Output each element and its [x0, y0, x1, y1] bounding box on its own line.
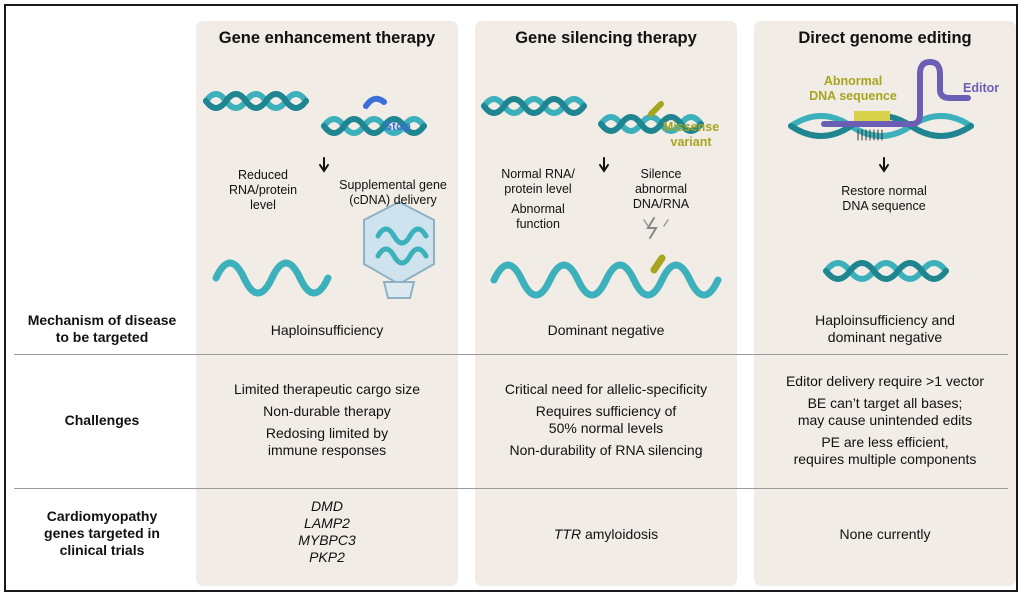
dna-helix-icon: [481, 96, 587, 116]
silence-label: Silence abnormal DNA/RNA: [632, 167, 690, 211]
column-title-editing: Direct genome editing: [798, 29, 972, 47]
dna-helix-icon: [203, 91, 309, 111]
dna-helix-icon: [823, 260, 949, 282]
viral-capsid-icon: [363, 200, 435, 299]
rna-strand-icon: [212, 259, 332, 297]
row-label-trials: Cardiomyopathy genes targeted in clinica…: [44, 508, 160, 558]
dna-helix-stop-icon: [321, 95, 427, 136]
column-title-silencing: Gene silencing therapy: [515, 29, 697, 47]
challenges-silencing: Critical need for allelic-specificity Re…: [504, 381, 708, 458]
silenced-rna-icon: [602, 217, 722, 299]
editor-label: Editor: [963, 81, 1000, 95]
challenges-editing: Editor delivery require >1 vector BE can…: [785, 373, 985, 467]
trial-genes-silencing: TTR amyloidosis: [553, 526, 659, 542]
row-label-challenges: Challenges: [64, 412, 140, 428]
arrow-down-icon: [879, 157, 889, 173]
rna-strand-icon: [490, 261, 610, 299]
mechanism-enhancement: Haploinsufficiency: [270, 322, 384, 338]
arrow-down-icon: [599, 157, 609, 173]
restore-label: Restore normal DNA sequence: [841, 184, 927, 213]
column-title-enhancement: Gene enhancement therapy: [218, 29, 436, 47]
dna-helix-missense-icon: [598, 101, 704, 134]
stop-label: Stop: [384, 119, 411, 133]
panel-gene-enhancement: [196, 21, 458, 586]
genome-editor-icon: [788, 58, 974, 141]
arrow-down-icon: [319, 157, 329, 173]
trial-genes-enhancement: DMD LAMP2 MYBPC3 PKP2: [298, 498, 356, 565]
abnormal-seq-label: Abnormal DNA sequence: [809, 74, 897, 103]
supplemental-label: Supplemental gene (cDNA) delivery: [339, 178, 447, 207]
illustration-layer: [203, 58, 974, 299]
row-divider: [14, 354, 1008, 355]
challenges-enhancement: Limited therapeutic cargo size Non-durab…: [234, 381, 420, 458]
reduced-label: Reduced RNA/protein level: [228, 168, 298, 212]
mechanism-silencing: Dominant negative: [547, 322, 665, 338]
abnormal-function-label: Abnormal function: [511, 202, 565, 231]
mechanism-editing: Haploinsufficiency and dominant negative: [815, 312, 955, 345]
figure-frame: Gene enhancement therapy Gene silencing …: [4, 4, 1018, 592]
missense-label: Missense variant: [662, 120, 720, 149]
normal-level-label: Normal RNA/ protein level: [501, 167, 575, 196]
row-divider: [14, 488, 1008, 489]
trial-genes-editing: None currently: [839, 526, 931, 542]
row-label-mechanism: Mechanism of disease to be targeted: [27, 312, 177, 345]
